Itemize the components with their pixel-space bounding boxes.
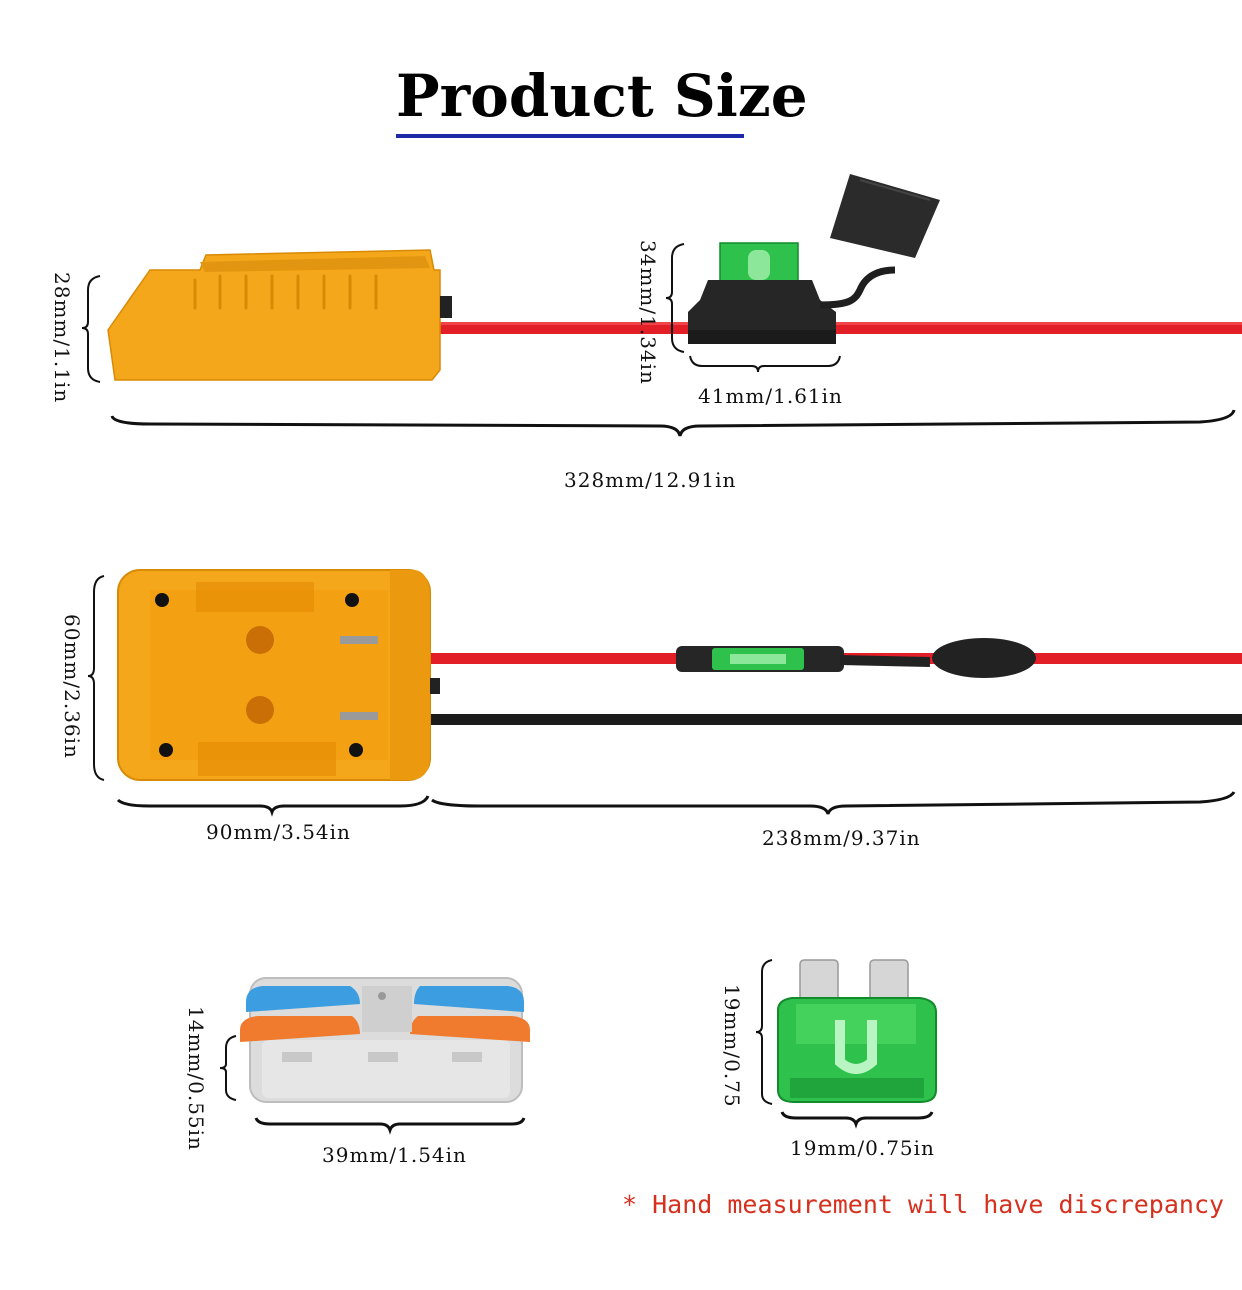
measurement-note: * Hand measurement will have discrepancy (622, 1190, 1225, 1219)
fuse-holder-height-label: 34mm/1.34in (636, 240, 660, 385)
fuse-height-label: 19mm/0.75 (720, 984, 744, 1108)
side-view-adapter (107, 249, 1242, 381)
body-width-label: 90mm/3.54in (206, 820, 351, 844)
wire-connector-dimension-lines (219, 1035, 526, 1135)
wire-connector-illustration (240, 977, 530, 1103)
page-title: Product Size (396, 62, 808, 130)
blade-fuse-illustration (777, 959, 937, 1103)
top-view-inline-fuse (676, 638, 1036, 678)
top-view-dimension-lines (87, 575, 1236, 817)
title-underline (396, 134, 744, 138)
side-view-fuse-holder (688, 174, 940, 344)
connector-width-label: 39mm/1.54in (322, 1143, 467, 1167)
top-view-adapter (117, 569, 1242, 781)
connector-height-label: 14mm/0.55in (184, 1006, 208, 1151)
total-length-label: 328mm/12.91in (564, 468, 737, 492)
side-view-dimension-lines (81, 243, 1236, 437)
fuse-dimension-lines (755, 959, 934, 1129)
fuse-holder-width-label: 41mm/1.61in (698, 384, 843, 408)
fuse-width-label: 19mm/0.75in (790, 1136, 935, 1160)
top-view-height-label: 60mm/2.36in (60, 614, 84, 759)
side-view-height-label: 28mm/1.1in (50, 272, 74, 404)
cable-length-label: 238mm/9.37in (762, 826, 921, 850)
